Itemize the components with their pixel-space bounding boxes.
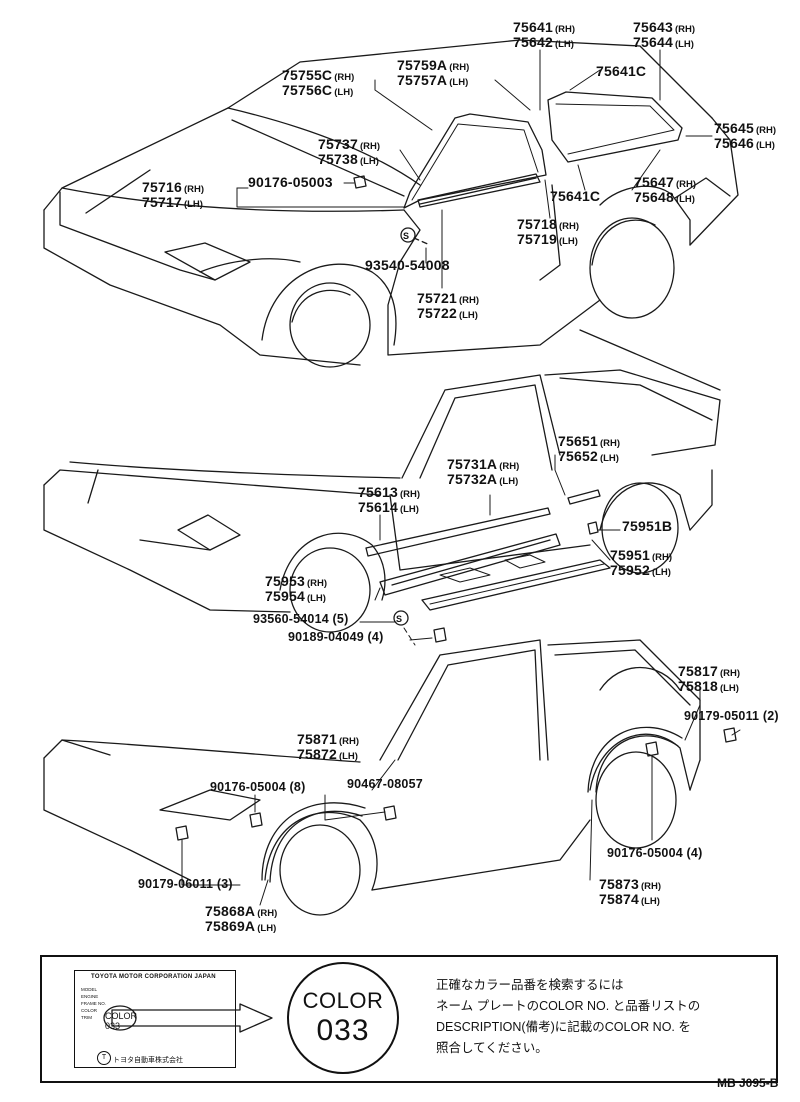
callout-75871-75872: 75871(RH) 75872(LH) — [297, 731, 359, 763]
callout-75641c-upper: 75641C — [596, 63, 647, 79]
callout-75731a-75732a: 75731A(RH) 75732A(LH) — [447, 456, 520, 488]
plate-maker: TOYOTA MOTOR CORPORATION JAPAN — [91, 974, 216, 980]
callout-90176-05004-4: 90176-05004 (4) — [607, 846, 703, 860]
callout-90176-05004-8: 90176-05004 (8) — [210, 780, 306, 794]
top-car-outline — [43, 39, 739, 368]
callout-75755c-75756c: 75755C(RH) 75756C(LH) — [282, 67, 355, 99]
name-plate: TOYOTA MOTOR CORPORATION JAPAN MODEL ENG… — [74, 970, 236, 1068]
callout-75721-75722: 75721(RH) 75722(LH) — [417, 290, 479, 322]
callout-75951-75952: 75951(RH) 75952(LH) — [610, 547, 672, 579]
callout-75718-75719: 75718(RH) 75719(LH) — [517, 216, 579, 248]
top-window-mouldings — [353, 91, 683, 246]
callout-90176-05003: 90176-05003 — [248, 174, 333, 190]
callout-75613-75614: 75613(RH) 75614(LH) — [358, 484, 420, 516]
callout-75651-75652: 75651(RH) 75652(LH) — [558, 433, 620, 465]
callout-75953-75954: 75953(RH) 75954(LH) — [265, 573, 327, 605]
callout-93560-54014: 93560-54014 (5) — [253, 612, 349, 626]
plate-field-color: COLOR — [81, 1008, 98, 1013]
callout-90179-06011: 90179-06011 (3) — [138, 877, 233, 891]
callout-90467-08057: 90467-08057 — [347, 777, 423, 791]
diagram-reference-code: MB J095-B — [717, 1076, 779, 1090]
callout-93540-54008: 93540-54008 — [365, 257, 450, 273]
callout-75737-75738: 75737(RH) 75738(LH) — [318, 136, 380, 168]
callout-90179-05011: 90179-05011 (2) — [684, 709, 779, 723]
callout-75641-75642: 75641(RH) 75642(LH) — [513, 19, 575, 51]
bottom-leader-lines — [181, 689, 741, 906]
plate-field-engine: ENGINE — [81, 994, 99, 999]
top-leader-lines — [236, 49, 713, 289]
plate-fields: MODEL ENGINE FRAME NO. COLOR TRIM — [81, 986, 106, 1021]
plate-color-code: COLOR 033 — [105, 1011, 138, 1031]
callout-75647-75648: 75647(RH) 75648(LH) — [634, 174, 696, 206]
color-plate-arrow — [103, 1003, 273, 1033]
callout-75759a-75757a: 75759A(RH) 75757A(LH) — [397, 57, 470, 89]
toyota-mark-icon: T — [97, 1051, 111, 1065]
callout-75951b: 75951B — [622, 518, 673, 534]
callout-90189-04049: 90189-04049 (4) — [288, 630, 384, 644]
plate-field-frame: FRAME NO. — [81, 1001, 107, 1006]
callout-75868a-75869a: 75868A(RH) 75869A(LH) — [205, 903, 278, 935]
callout-75645-75646: 75645(RH) 75646(LH) — [714, 120, 776, 152]
bottom-arch-mouldings — [175, 726, 737, 883]
color-instruction-note: 正確なカラー品番を検索するには ネーム プレートのCOLOR NO. と品番リス… — [436, 978, 701, 1055]
callout-75643-75644: 75643(RH) 75644(LH) — [633, 19, 695, 51]
plate-footer: トヨタ自動車株式会社 — [113, 1057, 183, 1064]
color-code-circle: COLOR 033 — [287, 962, 399, 1074]
callout-75873-75874: 75873(RH) 75874(LH) — [599, 876, 661, 908]
color-info-box — [40, 955, 778, 1083]
plate-field-trim: TRIM — [81, 1015, 92, 1020]
callout-75716-75717: 75716(RH) 75717(LH) — [142, 179, 204, 211]
callout-75817-75818: 75817(RH) 75818(LH) — [678, 663, 740, 695]
middle-leader-lines — [359, 454, 621, 646]
callout-75641c-lower: 75641C — [550, 188, 601, 204]
middle-side-mouldings — [365, 489, 611, 643]
s-mark-top: S — [403, 231, 410, 241]
plate-field-model: MODEL — [81, 987, 98, 992]
s-mark-middle: S — [396, 614, 403, 624]
middle-car-outline — [43, 329, 721, 633]
